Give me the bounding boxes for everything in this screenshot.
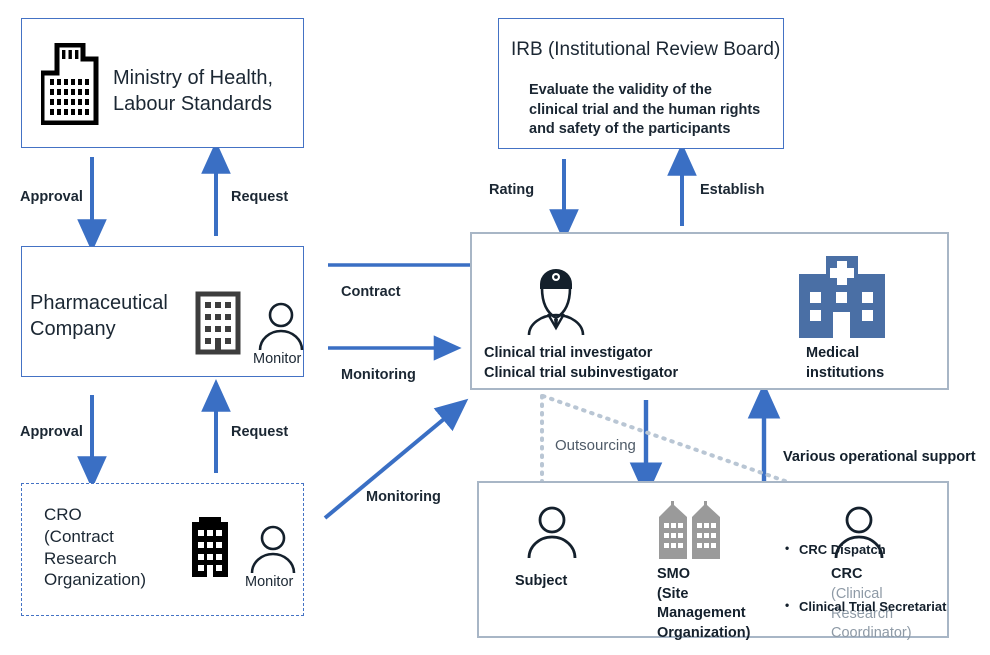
irb-description: Evaluate the validity of the clinical tri… xyxy=(529,81,760,140)
support-note-title: Various operational support xyxy=(783,448,976,465)
cro-title-line2: (Contract xyxy=(44,526,114,546)
government-building-icon xyxy=(39,42,99,130)
flow-label-approval-top: Approval xyxy=(20,189,83,205)
ministry-title-line1: Ministry of Health, xyxy=(113,67,274,89)
flow-label-outsourcing: Outsourcing xyxy=(555,437,636,454)
irb-title: IRB (Institutional Review Board) xyxy=(511,39,781,60)
support-note-item: CRC Dispatch xyxy=(785,540,988,559)
investigator-line2: Clinical trial subinvestigator xyxy=(484,364,679,381)
person-icon xyxy=(525,505,579,564)
support-note-item: Clinical Trial Secretariat xyxy=(785,597,988,616)
hospital-icon xyxy=(799,256,885,343)
subject-label: Subject xyxy=(515,573,568,589)
person-icon xyxy=(248,524,298,579)
flow-label-request-cro: Request xyxy=(231,424,289,440)
support-note-list: CRC Dispatch Clinical Trial Secretariat … xyxy=(783,504,988,655)
flow-label-monitoring-cro: Monitoring xyxy=(366,489,441,505)
ministry-title-line2: Labour Standards xyxy=(113,93,273,115)
irb-box[interactable]: IRB (Institutional Review Board) Evaluat… xyxy=(498,18,784,149)
smo-line4: Organization) xyxy=(657,624,751,641)
flow-label-establish: Establish xyxy=(700,182,765,198)
operational-support-note: Various operational support CRC Dispatch… xyxy=(783,411,988,655)
irb-body-line2: clinical trial and the human rights xyxy=(529,101,761,118)
pharma-title-line1: Pharmaceutical xyxy=(30,292,168,314)
smo-line2: (Site xyxy=(657,585,689,602)
cro-title-line3: Research xyxy=(44,548,117,568)
medical-line1: Medical xyxy=(806,345,860,361)
crc-line1: CRC xyxy=(831,566,863,582)
irb-body-line3: and safety of the participants xyxy=(529,121,731,138)
investigator-line1: Clinical trial investigator xyxy=(484,345,653,361)
cro-title-line1: CRO xyxy=(44,505,82,524)
cro-title-line4: Organization) xyxy=(44,570,147,590)
flow-label-contract: Contract xyxy=(341,284,401,300)
crc-line4: Coordinator) xyxy=(831,625,912,642)
flow-label-rating: Rating xyxy=(489,182,535,198)
ministry-title: Ministry of Health, Labour Standards xyxy=(113,65,273,117)
pharma-monitor-label: Monitor xyxy=(253,351,302,367)
flow-label-approval-cro: Approval xyxy=(20,424,83,440)
pharma-title-line2: Company xyxy=(30,318,116,340)
person-icon xyxy=(256,301,306,356)
twin-building-icon xyxy=(657,501,723,564)
irb-body-line1: Evaluate the validity of the xyxy=(529,82,712,98)
doctor-icon xyxy=(524,264,588,341)
medical-line2: institutions xyxy=(806,364,885,381)
smo-line3: Management xyxy=(657,605,746,622)
office-building-icon xyxy=(195,291,241,360)
smo-line1: SMO xyxy=(657,566,691,582)
cro-monitor-label: Monitor xyxy=(245,574,294,590)
medical-institutions-label: Medical institutions xyxy=(806,344,884,383)
ministry-box[interactable]: Ministry of Health, Labour Standards xyxy=(21,18,304,148)
flow-label-request-top: Request xyxy=(231,189,289,205)
crc-label: CRC xyxy=(831,565,862,585)
office-building-solid-icon xyxy=(188,514,232,584)
flow-label-monitoring-site: Monitoring xyxy=(341,367,416,383)
